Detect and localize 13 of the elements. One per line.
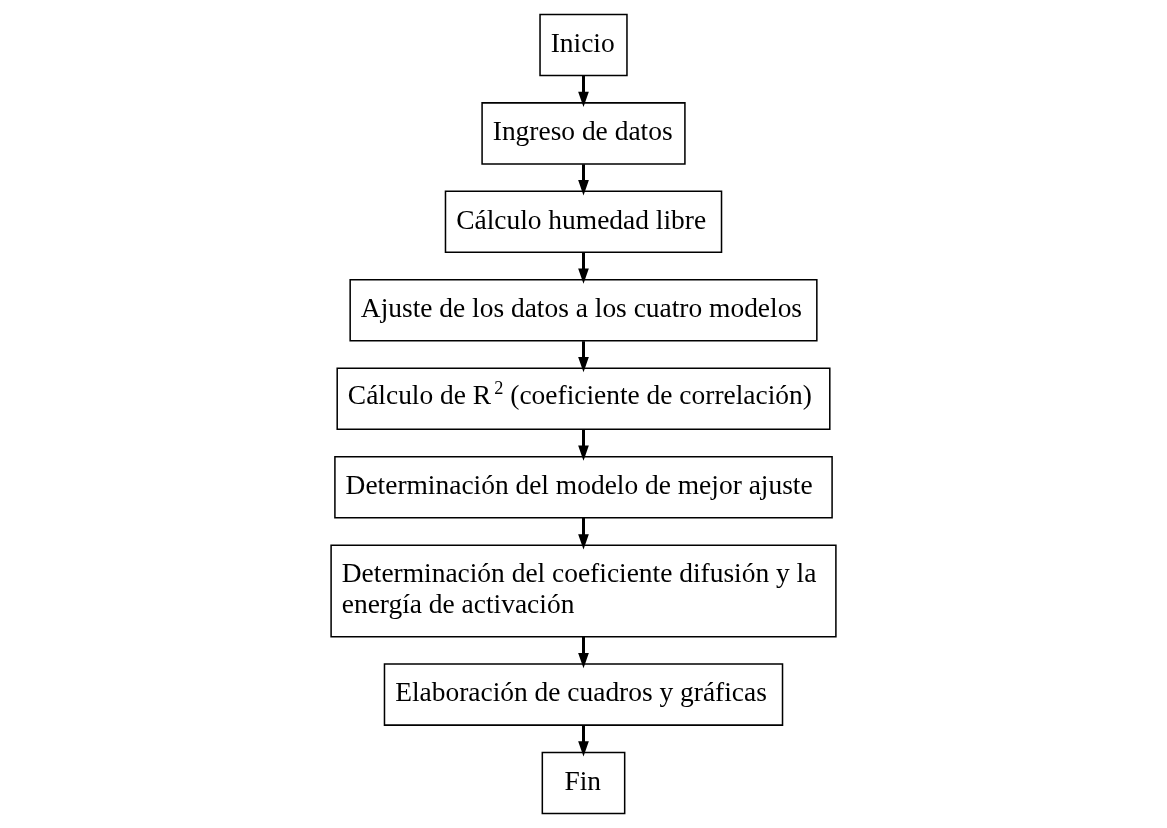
node-box: Cálculo humedad libre (444, 190, 723, 254)
node-box: Ajuste de los datos a los cuatro modelos (349, 279, 818, 342)
arrow (578, 75, 589, 107)
node-box: Fin (541, 751, 626, 815)
node-box: Elaboración de cuadros y gráficas (383, 663, 784, 726)
arrow (578, 341, 589, 373)
node-box: Determinación del coeficiente difusión y la energía de activación (330, 544, 837, 638)
arrow (578, 252, 589, 284)
arrow (578, 164, 589, 196)
node-box: Cálculo de R$^{2}$ (coeficiente de correlación) (336, 367, 831, 430)
node-box: Ingreso de datos (481, 102, 686, 165)
node-box: Inicio (539, 13, 628, 77)
node-box: Determinación del modelo de mejor ajuste (334, 455, 833, 519)
